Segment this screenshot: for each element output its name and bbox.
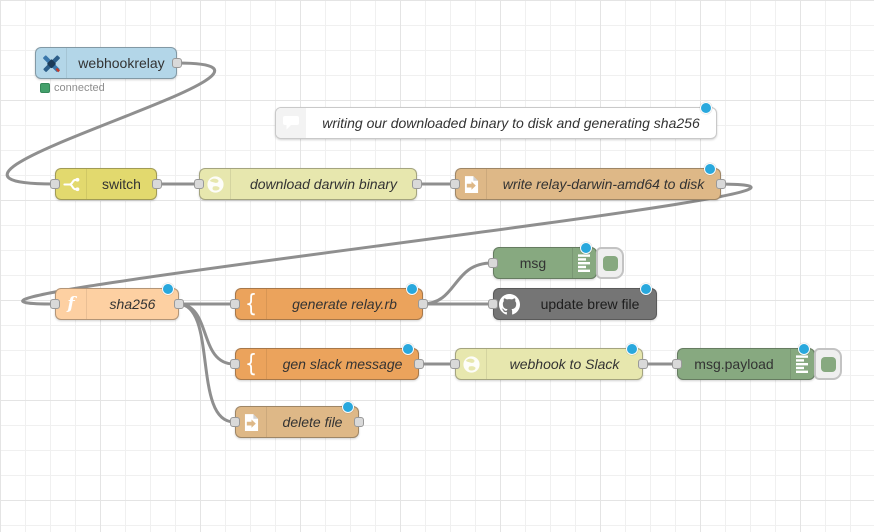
node-label: msg.payload [694,356,774,372]
modified-indicator [580,242,592,254]
globe-icon [200,169,231,199]
node-switch[interactable]: switch [50,168,162,200]
node-label: download darwin binary [249,176,398,192]
input-port[interactable] [230,299,240,309]
output-port[interactable] [716,179,726,189]
node-generate-relay-rb[interactable]: { generate relay.rb [230,283,428,320]
wire-webhookrelay-switch[interactable] [5,61,216,186]
modified-indicator [640,283,652,295]
curly-brace-icon: { [236,349,267,379]
output-port[interactable] [412,179,422,189]
comment-bubble-icon [276,108,306,138]
modified-indicator [700,102,712,114]
modified-indicator [626,343,638,355]
output-port[interactable] [152,179,162,189]
node-label: write relay-darwin-amd64 to disk [502,176,705,192]
input-port[interactable] [672,359,682,369]
node-label: gen slack message [282,356,403,372]
input-port[interactable] [194,179,204,189]
modified-indicator [162,283,174,295]
function-f-icon: f [56,289,87,319]
input-port[interactable] [230,359,240,369]
node-delete-file[interactable]: delete file [230,401,364,438]
debug-output-lines-icon [572,248,596,278]
output-port[interactable] [354,417,364,427]
globe-icon [456,349,487,379]
input-port[interactable] [50,179,60,189]
node-label: update brew file [540,296,640,312]
wire-sha256-deletefile[interactable] [176,302,236,424]
node-label: webhook to Slack [509,356,620,372]
node-webhookrelay[interactable]: webhookrelay [35,47,182,79]
debug-output-lines-icon [790,349,814,379]
node-sha256[interactable]: f sha256 [50,283,184,320]
file-arrow-icon [456,169,487,199]
switch-branch-icon [56,169,87,199]
debug-toggle-state [820,356,836,372]
input-port[interactable] [50,299,60,309]
output-port[interactable] [638,359,648,369]
status-text: connected [54,82,105,94]
debug-toggle-button[interactable] [814,348,842,380]
input-port[interactable] [450,359,460,369]
node-webhook-to-slack[interactable]: webhook to Slack [450,343,648,380]
output-port[interactable] [174,299,184,309]
satellite-icon [36,48,67,78]
node-label: webhookrelay [78,55,165,71]
node-write-to-disk[interactable]: write relay-darwin-amd64 to disk [450,163,726,200]
output-port[interactable] [414,359,424,369]
node-download-darwin-binary[interactable]: download darwin binary [194,168,422,200]
modified-indicator [704,163,716,175]
modified-indicator [406,283,418,295]
curly-brace-icon: { [236,289,267,319]
modified-indicator [798,343,810,355]
node-label: delete file [282,414,343,430]
output-port[interactable] [172,58,182,68]
node-debug-msg-payload[interactable]: msg.payload [672,343,842,380]
node-label: sha256 [109,296,156,312]
file-arrow-icon [236,407,267,437]
status-dot-icon [40,83,50,93]
input-port[interactable] [450,179,460,189]
node-debug-msg[interactable]: msg [488,242,624,279]
github-octocat-icon [494,289,524,319]
node-gen-slack-message[interactable]: { gen slack message [230,343,424,380]
wire-write-sha256[interactable] [21,182,753,306]
modified-indicator [342,401,354,413]
input-port[interactable] [488,258,498,268]
node-label: switch [102,176,141,192]
wire-sha256-genslack[interactable] [176,302,236,366]
node-label: generate relay.rb [292,296,397,312]
debug-toggle-button[interactable] [596,247,624,279]
input-port[interactable] [488,299,498,309]
node-comment[interactable]: writing our downloaded binary to disk an… [275,102,717,139]
output-port[interactable] [418,299,428,309]
input-port[interactable] [230,417,240,427]
node-label: msg [519,255,547,271]
debug-toggle-state [602,255,618,271]
node-status: connected [40,82,105,94]
modified-indicator [402,343,414,355]
comment-text: writing our downloaded binary to disk an… [322,115,700,131]
wire-generate-msg[interactable] [420,261,494,306]
node-update-brew-file[interactable]: update brew file [488,283,657,320]
